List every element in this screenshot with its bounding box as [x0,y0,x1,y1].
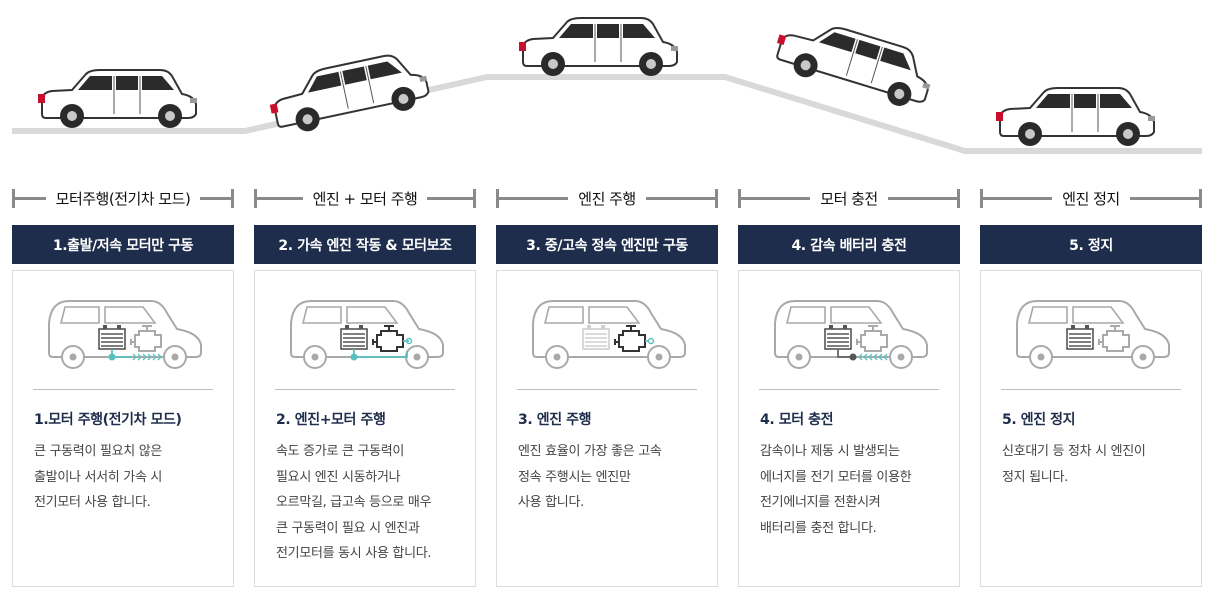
card-description: 감속이나 제동 시 발생되는 에너지를 전기 모터를 이용한 전기에너지를 전환… [760,444,912,536]
step-header: 2. 가속 엔진 작동 & 모터보조 [254,225,476,264]
road-illustration [12,17,1202,154]
car-top [519,17,678,76]
car-uphill [269,54,430,132]
engine-icon [1098,325,1130,352]
stage-card: 3. 엔진 주행 엔진 효율이 가장 좋은 고속 정속 주행시는 엔진만 사용 … [496,270,718,587]
stage-card: 5. 엔진 정지 신호대기 등 정차 시 엔진이 정지 됩니다. [980,270,1202,587]
engine-icon [130,325,162,352]
car-diagram [532,300,686,369]
car-diagram [1016,300,1170,369]
car-diagram [774,300,928,369]
battery-icon [1066,325,1094,350]
stage-5: 엔진 정지 5. 정지 5. 엔진 정지 신호대기 등 정차 시 엔진이 정지 … [980,185,1202,587]
engine-icon [614,325,646,352]
card-description: 속도 증가로 큰 구동력이 필요시 엔진 시동하거나 오르막길, 급고속 등으로… [276,444,432,561]
road-profile [12,74,1202,154]
stage-1: 모터주행(전기차 모드) 1.출발/저속 모터만 구동 1.모터 주행(전기차 … [12,185,234,587]
car-diagram [290,300,444,369]
divider [33,389,213,390]
divider [1001,389,1181,390]
phase-text: 모터주행(전기차 모드) [45,187,201,209]
phase-label-5: 엔진 정지 [980,185,1202,211]
card-title: 3. 엔진 주행 [518,412,592,428]
battery-icon [98,325,126,350]
step-header: 3. 중/고속 정속 엔진만 구동 [496,225,718,264]
divider [517,389,697,390]
phase-label-2: 엔진 + 모터 주행 [254,185,476,211]
card-title: 1.모터 주행(전기차 모드) [34,412,182,428]
battery-icon [340,325,368,350]
phase-label-1: 모터주행(전기차 모드) [12,185,234,211]
car-sequence [38,17,1155,146]
phase-text: 엔진 정지 [1052,187,1130,209]
engine-icon [856,325,888,352]
stage-3: 엔진 주행 3. 중/고속 정속 엔진만 구동 3. 엔진 주행 엔진 효율이 … [496,185,718,587]
car-flat-stop [996,87,1155,146]
stage-card: 4. 모터 충전 감속이나 제동 시 발생되는 에너지를 전기 모터를 이용한 … [738,270,960,587]
card-description: 엔진 효율이 가장 좋은 고속 정속 주행시는 엔진만 사용 합니다. [518,444,662,510]
engine-icon [372,325,404,352]
divider [275,389,455,390]
car-flat-start [38,69,197,128]
card-title: 4. 모터 충전 [760,412,834,428]
stage-4: 모터 충전 4. 감속 배터리 충전 4. 모터 충전 감속이나 제동 시 발생… [738,185,960,587]
car-downhill [776,26,931,106]
car-diagram [48,300,202,369]
card-description: 큰 구동력이 필요치 않은 출발이나 서서히 가속 시 전기모터 사용 합니다. [34,444,163,510]
divider [759,389,939,390]
step-header: 4. 감속 배터리 충전 [738,225,960,264]
card-title: 2. 엔진+모터 주행 [276,412,386,428]
card-title: 5. 엔진 정지 [1002,412,1076,428]
stage-card: 2. 엔진+모터 주행 속도 증가로 큰 구동력이 필요시 엔진 시동하거나 오… [254,270,476,587]
card-description: 신호대기 등 정차 시 엔진이 정지 됩니다. [1002,444,1146,485]
phase-text: 모터 충전 [810,187,888,209]
phase-text: 엔진 + 모터 주행 [302,187,428,209]
phase-label-3: 엔진 주행 [496,185,718,211]
stage-2: 엔진 + 모터 주행 2. 가속 엔진 작동 & 모터보조 2. 엔진+모터 주… [254,185,476,587]
phase-label-4: 모터 충전 [738,185,960,211]
battery-icon [582,325,610,350]
phase-text: 엔진 주행 [568,187,646,209]
stage-card: 1.모터 주행(전기차 모드) 큰 구동력이 필요치 않은 출발이나 서서히 가… [12,270,234,587]
step-header: 5. 정지 [980,225,1202,264]
battery-icon [824,325,852,350]
step-header: 1.출발/저속 모터만 구동 [12,225,234,264]
